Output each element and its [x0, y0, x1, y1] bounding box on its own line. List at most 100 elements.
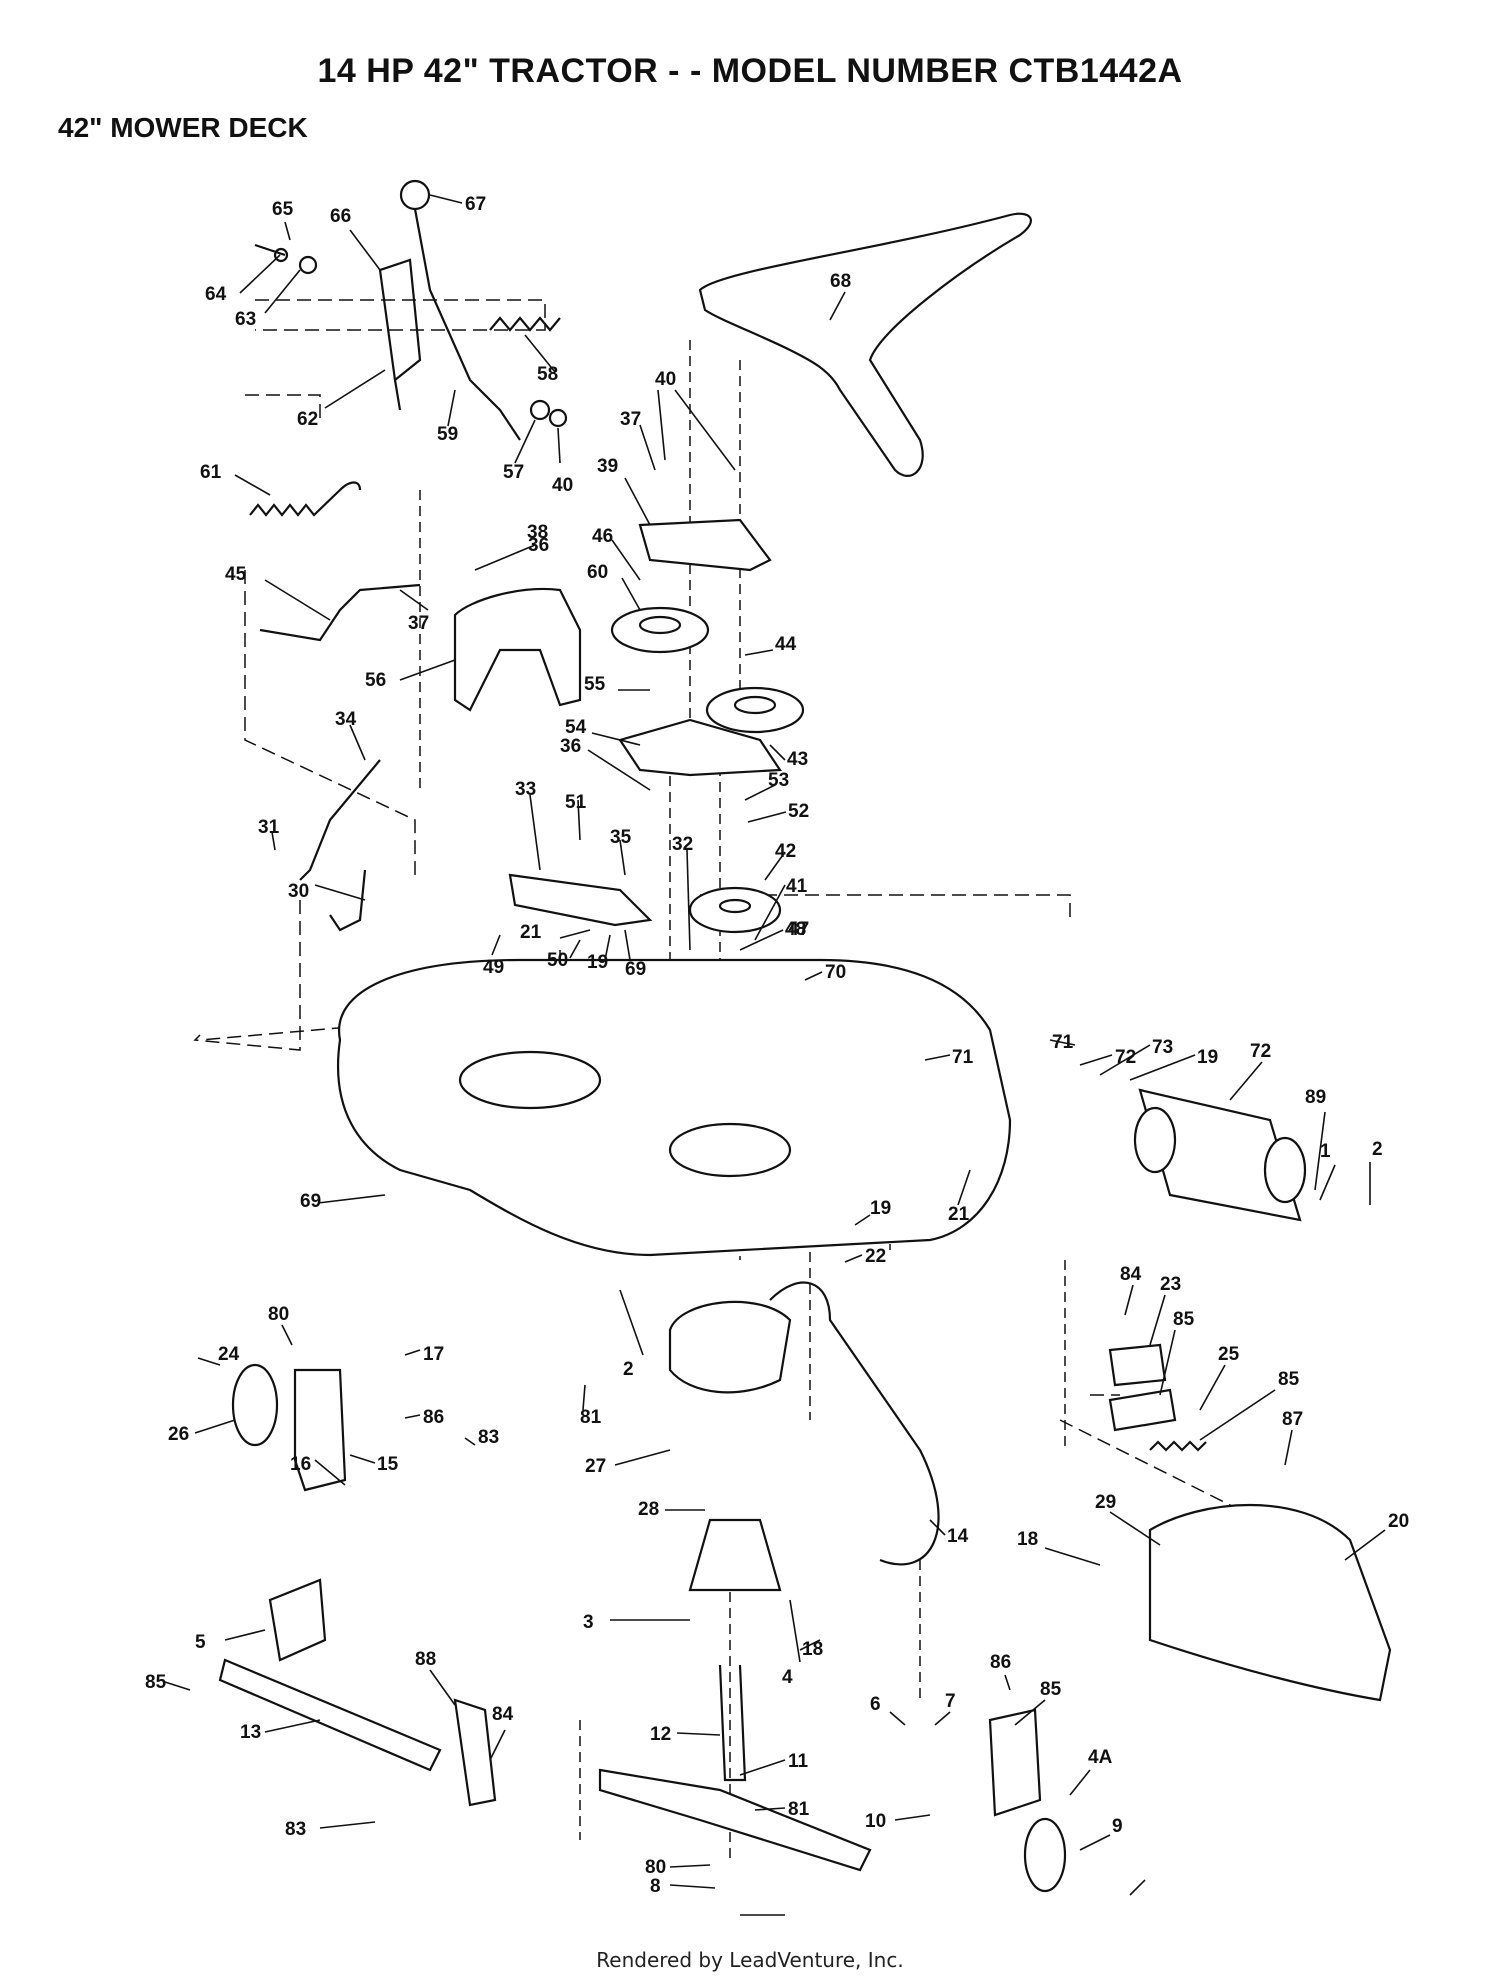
callout: 83 — [285, 1819, 306, 1840]
callout: 19 — [1197, 1047, 1218, 1068]
callout: 47 — [788, 919, 809, 940]
callout: 24 — [218, 1344, 240, 1365]
callout: 53 — [768, 770, 789, 791]
callout-labels: 65 66 67 64 63 68 58 62 59 57 40 40 37 6… — [145, 194, 1409, 1897]
callout: 86 — [423, 1407, 444, 1428]
callout: 49 — [483, 957, 504, 978]
callout: 85 — [1173, 1309, 1195, 1330]
callout: 72 — [1115, 1047, 1136, 1068]
callout: 20 — [1388, 1511, 1409, 1532]
callout: 59 — [437, 424, 458, 445]
callout: 86 — [990, 1652, 1011, 1673]
parts — [218, 179, 1392, 1893]
callout: 13 — [240, 1722, 261, 1743]
callout: 84 — [492, 1704, 514, 1725]
callout: 1 — [1320, 1141, 1331, 1162]
callout: 4 — [782, 1667, 793, 1688]
callout: 71 — [1052, 1032, 1074, 1053]
callout: 81 — [788, 1799, 810, 1820]
callout: 9 — [1112, 1816, 1123, 1837]
callout: 40 — [655, 369, 676, 390]
callout: 40 — [552, 475, 573, 496]
callout: 39 — [597, 456, 618, 477]
callout: 42 — [775, 841, 796, 862]
callout: 81 — [580, 1407, 602, 1428]
callout: 45 — [225, 564, 247, 585]
callout: 28 — [638, 1499, 659, 1520]
callout: 85 — [1278, 1369, 1300, 1390]
callout: 31 — [258, 817, 280, 838]
callout: 22 — [865, 1246, 886, 1267]
callout: 85 — [1040, 1679, 1062, 1700]
callout: 8 — [650, 1876, 661, 1897]
callout: 52 — [788, 801, 809, 822]
callout: 34 — [335, 709, 357, 730]
callout: 60 — [587, 562, 608, 583]
callout: 36 — [560, 736, 581, 757]
callout: 5 — [195, 1632, 206, 1653]
callout: 64 — [205, 284, 227, 305]
callout: 30 — [288, 881, 309, 902]
callout: 67 — [465, 194, 486, 215]
callout: 63 — [235, 309, 256, 330]
diagram-title: 14 HP 42" TRACTOR - - MODEL NUMBER CTB14… — [317, 52, 1183, 90]
leader-lines — [164, 194, 1386, 1916]
callout: 14 — [947, 1526, 969, 1547]
callout: 15 — [377, 1454, 399, 1475]
callout: 88 — [415, 1649, 436, 1670]
callout: 27 — [585, 1456, 606, 1477]
callout: 61 — [200, 462, 222, 483]
callout: 58 — [537, 364, 558, 385]
callout: 2 — [1372, 1139, 1383, 1160]
callout: 54 — [565, 717, 587, 738]
callout: 10 — [865, 1811, 886, 1832]
callout: 68 — [830, 271, 851, 292]
callout: 43 — [787, 749, 808, 770]
callout: 17 — [423, 1344, 444, 1365]
callout: 2 — [623, 1359, 634, 1380]
callout: 62 — [297, 409, 318, 430]
callout: 65 — [272, 199, 294, 220]
callout: 21 — [520, 922, 542, 943]
callout: 48 — [785, 919, 806, 940]
callout: 69 — [300, 1191, 321, 1212]
callout: 37 — [408, 613, 429, 634]
callout: 19 — [870, 1198, 891, 1219]
callout: 38 — [527, 522, 548, 543]
callout: 50 — [547, 950, 568, 971]
callout: 7 — [945, 1691, 956, 1712]
callout: 6 — [870, 1694, 881, 1715]
callout: 66 — [330, 206, 351, 227]
callout: 12 — [650, 1724, 671, 1745]
callout: 23 — [1160, 1274, 1181, 1295]
callout: 21 — [948, 1204, 970, 1225]
callout: 18 — [1017, 1529, 1038, 1550]
callout: 37 — [620, 409, 641, 430]
callout: 71 — [952, 1047, 974, 1068]
callout: 56 — [365, 670, 386, 691]
callout: 26 — [168, 1424, 189, 1445]
callout: 80 — [645, 1857, 666, 1878]
callout: 16 — [290, 1454, 311, 1475]
callout: 83 — [478, 1427, 499, 1448]
callout: 25 — [1218, 1344, 1240, 1365]
callout: 87 — [1282, 1409, 1303, 1430]
callout: 3 — [583, 1612, 594, 1633]
callout: 57 — [503, 462, 524, 483]
diagram-subtitle: 42" MOWER DECK — [58, 112, 308, 143]
callout: 33 — [515, 779, 536, 800]
callout: 69 — [625, 959, 646, 980]
callout: 46 — [592, 526, 613, 547]
callout: 55 — [584, 674, 606, 695]
callout: 19 — [587, 952, 608, 973]
callout: 32 — [672, 834, 693, 855]
callout: 72 — [1250, 1041, 1271, 1062]
callout: 85 — [145, 1672, 167, 1693]
callout: 18 — [802, 1639, 823, 1660]
callout: 80 — [268, 1304, 289, 1325]
callout: 36 — [528, 535, 549, 556]
callout: 41 — [786, 876, 808, 897]
callout: 51 — [565, 792, 587, 813]
callout: 89 — [1305, 1087, 1326, 1108]
